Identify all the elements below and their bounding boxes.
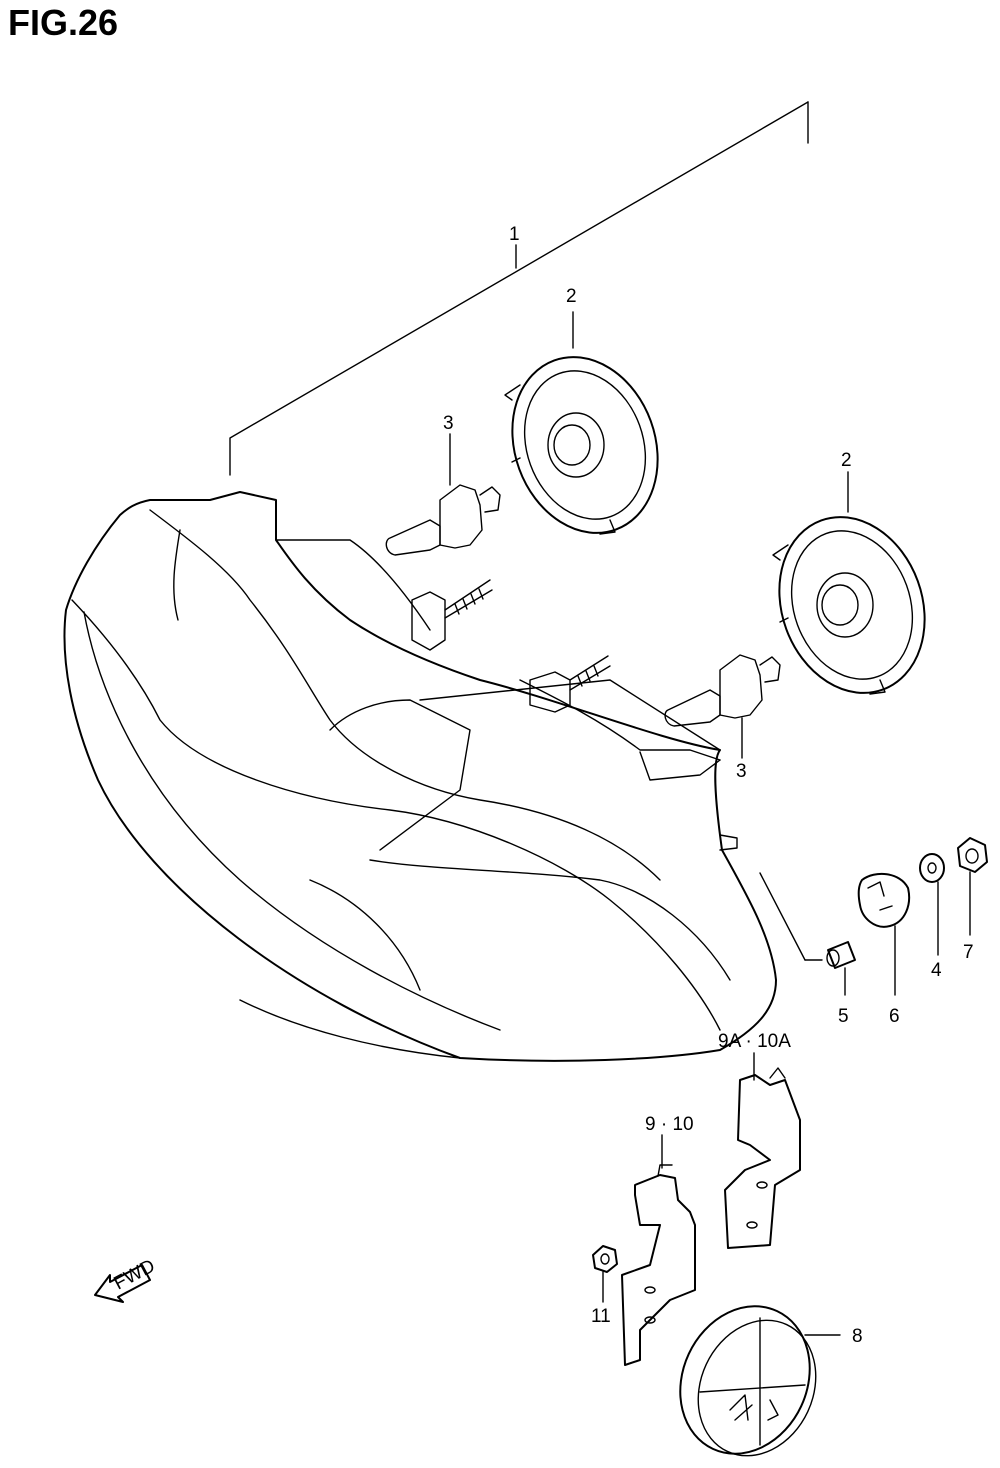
callout-labels: 1 2 2 3 3 4 5 6 7 8 9 · 10 9A · 10A 11 [443,224,974,1347]
callout-3a: 3 [443,413,454,434]
bulb-upper [385,433,501,556]
washer-part-4 [919,853,945,956]
bracket-part-9a-10a [724,1052,801,1249]
spacer-part-5 [826,941,856,996]
callout-6: 6 [889,1006,900,1027]
callout-2a: 2 [566,286,577,307]
callout-9-10: 9 · 10 [645,1114,694,1135]
assembly-bracket-1 [229,101,809,476]
bulb-lower [664,654,781,759]
figure-title: FIG.26 [8,2,119,43]
callout-11: 11 [591,1306,611,1327]
bulb-socket-upper [504,311,659,535]
bracket-part-9-10 [621,1134,696,1366]
nut-part-7 [957,837,988,936]
callout-7: 7 [963,942,974,963]
callout-5: 5 [838,1006,849,1027]
nut-part-11 [592,1245,618,1303]
callout-4: 4 [931,960,942,981]
callout-3b: 3 [736,761,747,782]
bulb-socket-lower [772,471,926,695]
callout-9a-10a: 9A · 10A [718,1031,791,1052]
callout-8: 8 [852,1326,863,1347]
callout-2b: 2 [841,450,852,471]
callout-1: 1 [509,224,520,245]
headlight-housing [63,491,823,1062]
fwd-direction-marker: FWD [94,1256,159,1303]
lens-cover-part-8 [679,1305,841,1457]
grommet-part-6 [857,872,910,996]
